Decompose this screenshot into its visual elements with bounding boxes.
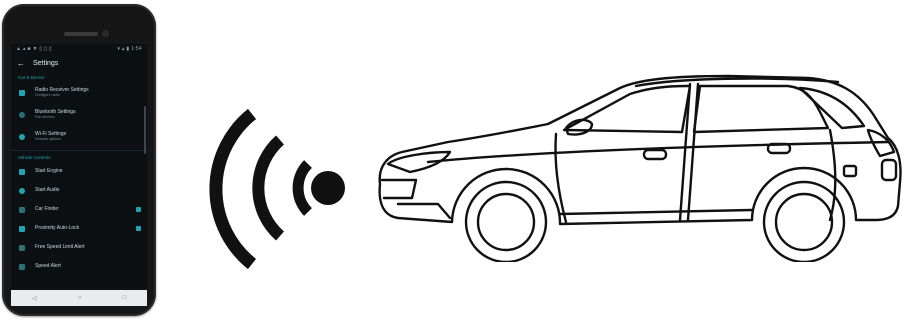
headlight (388, 152, 450, 172)
settings-item-start-audio[interactable]: Start Audio (11, 181, 147, 200)
fuel-cap (844, 166, 856, 176)
app-bar: ← Settings (11, 53, 147, 73)
rear-reflector (882, 160, 896, 180)
back-arrow-icon[interactable]: ← (17, 59, 25, 68)
audio-icon (19, 188, 25, 194)
front-grille (382, 180, 416, 198)
signal-arc-outer (216, 114, 252, 264)
engine-icon (19, 169, 25, 175)
status-icons-left: ▲ ▴ ■ ▼ ▯ ▯ ▯ (16, 46, 52, 52)
checkbox-checked[interactable] (136, 207, 141, 212)
settings-item-wifi[interactable]: Wi-Fi Settings Network options (11, 126, 147, 148)
section-header: Vehicle Controls (11, 153, 147, 162)
settings-item-speed-alert[interactable]: Speed Alert (11, 257, 147, 276)
section-header: Car & Device (11, 73, 147, 82)
wifi-icon (19, 134, 25, 140)
car-illustration (368, 72, 904, 262)
signal-dot (311, 171, 345, 205)
settings-item-bluetooth[interactable]: Bluetooth Settings Pair devices (11, 104, 147, 126)
settings-item-label: Start Audio (35, 188, 141, 193)
front-bumper (398, 204, 450, 218)
nav-bar: ◁ ○ □ (11, 290, 147, 306)
settings-item-start-engine[interactable]: Start Engine (11, 162, 147, 181)
scrollbar[interactable] (144, 106, 146, 154)
settings-item-label: Proximity Auto-Lock (35, 226, 136, 231)
front-window (564, 86, 690, 132)
nav-back-icon[interactable]: ◁ (32, 295, 37, 302)
alert-icon (19, 264, 25, 270)
side-skirt (560, 210, 752, 214)
settings-item-label: Speed Alert (35, 264, 141, 269)
phone-camera (102, 30, 109, 37)
settings-item-label: Start Engine (35, 169, 141, 174)
front-rim (478, 194, 534, 250)
status-icons-right: ▾ ▴ ▮ 1:54 (117, 46, 142, 52)
settings-item-car-finder[interactable]: Car Finder (11, 200, 147, 219)
checkbox-checked[interactable] (136, 226, 141, 231)
settings-item-radio[interactable]: Radio Receiver Settings Configure radio (11, 82, 147, 104)
rear-rim (776, 194, 832, 250)
nav-home-icon[interactable]: ○ (78, 295, 82, 301)
bluetooth-icon (19, 112, 25, 118)
settings-item-sub: Configure radio (35, 94, 141, 98)
phone-speaker (64, 32, 98, 36)
signal-arc-inner (298, 164, 308, 212)
rear-window (694, 86, 828, 132)
settings-item-speed-limit[interactable]: Free Speed Limit Alert (11, 238, 147, 257)
wireless-signal-icon (208, 102, 358, 282)
phone-screen: ▲ ▴ ■ ▼ ▯ ▯ ▯ ▾ ▴ ▮ 1:54 ← Settings Car … (11, 44, 147, 306)
nav-recents-icon[interactable]: □ (123, 295, 127, 301)
status-bar: ▲ ▴ ■ ▼ ▯ ▯ ▯ ▾ ▴ ▮ 1:54 (11, 44, 147, 53)
signal-arc-middle (258, 140, 280, 236)
front-door-handle (644, 150, 666, 159)
speed-icon (19, 245, 25, 251)
settings-item-sub: Network options (35, 138, 141, 142)
settings-item-label: Free Speed Limit Alert (35, 245, 141, 250)
car-finder-icon (19, 207, 25, 213)
settings-item-auto-lock[interactable]: Proximity Auto-Lock (11, 219, 147, 238)
settings-item-sub: Pair devices (35, 116, 141, 120)
smartphone: ▲ ▴ ■ ▼ ▯ ▯ ▯ ▾ ▴ ▮ 1:54 ← Settings Car … (2, 4, 156, 316)
lock-icon (19, 226, 25, 232)
settings-item-label: Car Finder (35, 207, 136, 212)
divider (11, 150, 147, 151)
page-title: Settings (33, 60, 58, 67)
radio-icon (19, 90, 25, 96)
